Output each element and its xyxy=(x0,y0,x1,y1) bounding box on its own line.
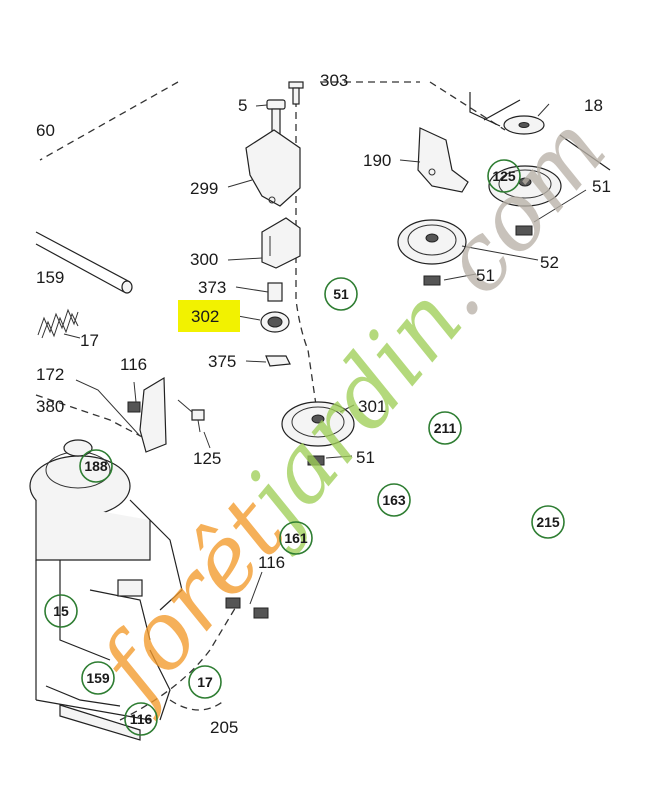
part-label-51-mid: 51 xyxy=(476,266,495,285)
svg-text:161: 161 xyxy=(284,530,308,546)
part-label-60: 60 xyxy=(36,121,55,140)
part-label-125: 125 xyxy=(193,449,221,468)
part-label-375: 375 xyxy=(208,352,236,371)
highlighted-part-label: 302 xyxy=(191,307,219,326)
ref-circle-188: 188 xyxy=(79,449,113,483)
reference-circles: 125 51 211 163 215 161 188 15 xyxy=(44,159,565,736)
svg-text:211: 211 xyxy=(434,420,457,436)
pulley-301 xyxy=(281,401,355,466)
svg-text:17: 17 xyxy=(197,674,213,690)
leader-lines xyxy=(63,103,587,605)
ref-circle-116: 116 xyxy=(124,702,158,736)
ref-circle-15: 15 xyxy=(44,594,78,628)
ref-circle-211: 211 xyxy=(428,411,462,445)
ref-circle-161: 161 xyxy=(279,521,313,555)
ref-circle-215: 215 xyxy=(531,505,565,539)
svg-text:188: 188 xyxy=(84,458,108,474)
part-label-17: 17 xyxy=(80,331,99,350)
part-label-301: 301 xyxy=(358,397,386,416)
part-label-373: 373 xyxy=(198,278,226,297)
ref-circle-163: 163 xyxy=(377,483,411,517)
part-label-190: 190 xyxy=(363,151,391,170)
ref-circle-17: 17 xyxy=(188,665,222,699)
ref-circle-51: 51 xyxy=(324,277,358,311)
part-label-300: 300 xyxy=(190,250,218,269)
part-label-18: 18 xyxy=(584,96,603,115)
part-label-159: 159 xyxy=(36,268,64,287)
part-label-172: 172 xyxy=(36,365,64,384)
ref-circle-159: 159 xyxy=(81,661,115,695)
idler-bracket-assembly xyxy=(245,81,304,367)
upper-right-pulleys xyxy=(397,92,611,286)
svg-text:51: 51 xyxy=(333,286,349,302)
part-label-116-upper: 116 xyxy=(120,355,147,374)
svg-text:116: 116 xyxy=(130,711,153,727)
part-label-116-lower: 116 xyxy=(258,553,285,572)
part-label-380: 380 xyxy=(36,397,64,416)
left-rod-and-spring xyxy=(35,231,205,453)
part-label-51-right: 51 xyxy=(592,177,611,196)
part-label-303: 303 xyxy=(320,71,348,90)
part-label-299: 299 xyxy=(190,179,218,198)
highlight-box xyxy=(178,300,240,332)
svg-text:163: 163 xyxy=(382,492,406,508)
svg-text:215: 215 xyxy=(536,514,560,530)
svg-text:159: 159 xyxy=(86,670,110,686)
part-label-51-lower: 51 xyxy=(356,448,375,467)
ref-circle-125: 125 xyxy=(487,159,521,193)
svg-text:125: 125 xyxy=(492,168,516,184)
part-label-52: 52 xyxy=(540,253,559,272)
part-label-205: 205 xyxy=(210,718,238,737)
part-labels: 303 5 299 300 373 375 116 125 172 380 15… xyxy=(36,71,611,737)
engine-sketch xyxy=(29,439,269,741)
part-label-5: 5 xyxy=(238,96,247,115)
svg-text:15: 15 xyxy=(53,603,69,619)
